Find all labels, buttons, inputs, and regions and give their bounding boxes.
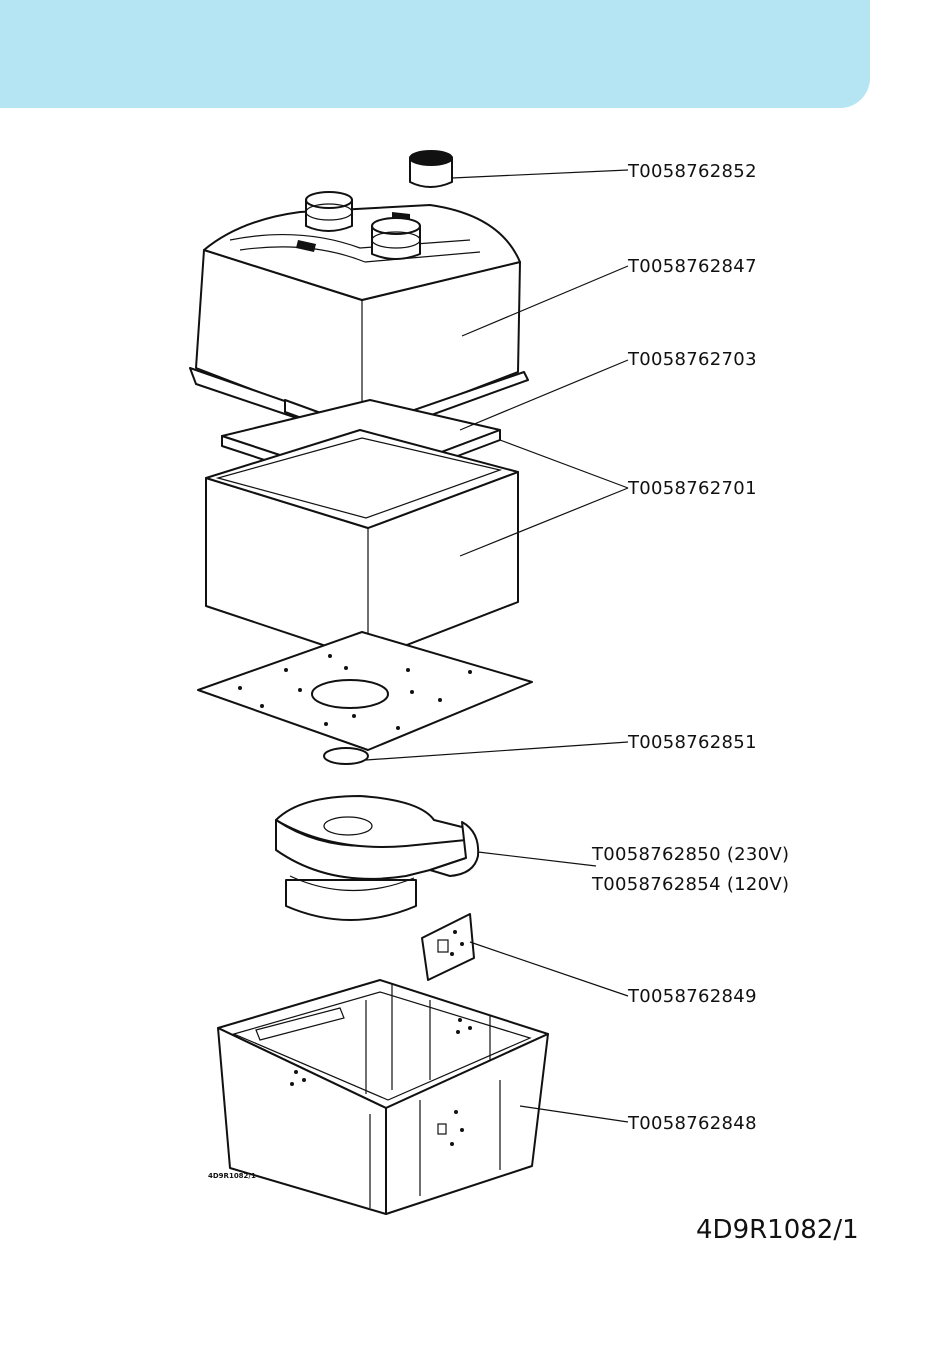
gasket-part: [324, 748, 368, 764]
cap-part: [410, 151, 452, 187]
drawing-ref: 4D9R1082/1: [696, 1215, 859, 1245]
drawing-ref-small: 4D9R1082/1: [208, 1172, 256, 1180]
callout-label: T0058762852: [627, 161, 757, 182]
callout-label: T0058762851: [627, 732, 757, 753]
callout-label: T0058762850 (230V): [591, 844, 789, 865]
base-plate-part: [198, 632, 532, 750]
callout-label: T0058762703: [627, 349, 757, 370]
base-tray-part: [218, 980, 548, 1214]
filter-box-part: [206, 430, 518, 660]
control-board-part: [422, 914, 474, 980]
callout-label: T0058762849: [627, 986, 757, 1007]
callout-label: T0058762848: [627, 1113, 757, 1134]
callout-label: T0058762847: [627, 256, 757, 277]
callout-label: T0058762701: [627, 478, 757, 499]
callout-label: T0058762854 (120V): [591, 874, 789, 895]
fan-part: [276, 796, 478, 920]
